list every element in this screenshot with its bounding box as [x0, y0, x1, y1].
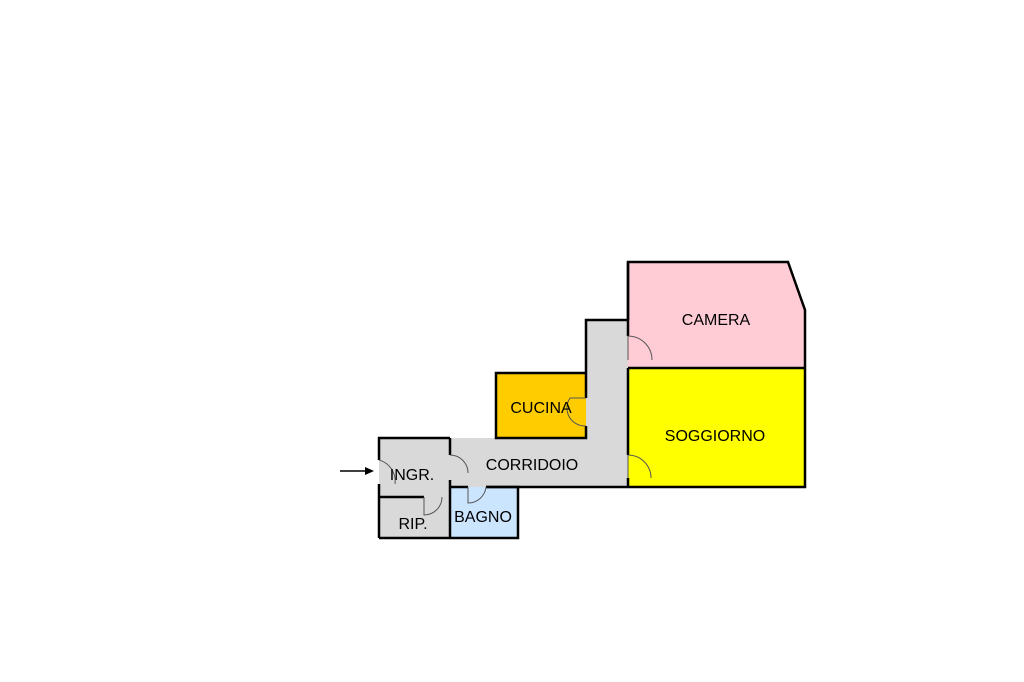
room-camera-area — [628, 262, 805, 368]
room-cucina-area — [496, 373, 586, 438]
wall-cucina — [494, 371, 588, 440]
door-swing-icon — [378, 335, 653, 516]
room-label-ingresso: INGR. — [390, 467, 434, 484]
room-bagno-area — [450, 487, 518, 538]
room-corridoio-area — [450, 320, 628, 487]
wall-ingresso — [377, 436, 450, 460]
wall-ripostiglio-bagno — [379, 485, 520, 540]
walls — [377, 260, 807, 540]
room-label-camera: CAMERA — [682, 312, 751, 329]
room-ripostiglio-area — [379, 497, 450, 538]
room-ingresso-area — [379, 438, 450, 497]
room-soggiorno-area — [628, 368, 805, 487]
room-label-corridoio: CORRIDOIO — [486, 457, 578, 474]
room-label-soggiorno: SOGGIORNO — [665, 428, 765, 445]
room-label-bagno: BAGNO — [454, 509, 512, 526]
arrow-right-icon — [340, 467, 374, 475]
room-label-cucina: CUCINA — [510, 400, 572, 417]
wall-soggiorno — [628, 368, 807, 489]
room-label-ripostiglio: RIP. — [398, 516, 427, 533]
